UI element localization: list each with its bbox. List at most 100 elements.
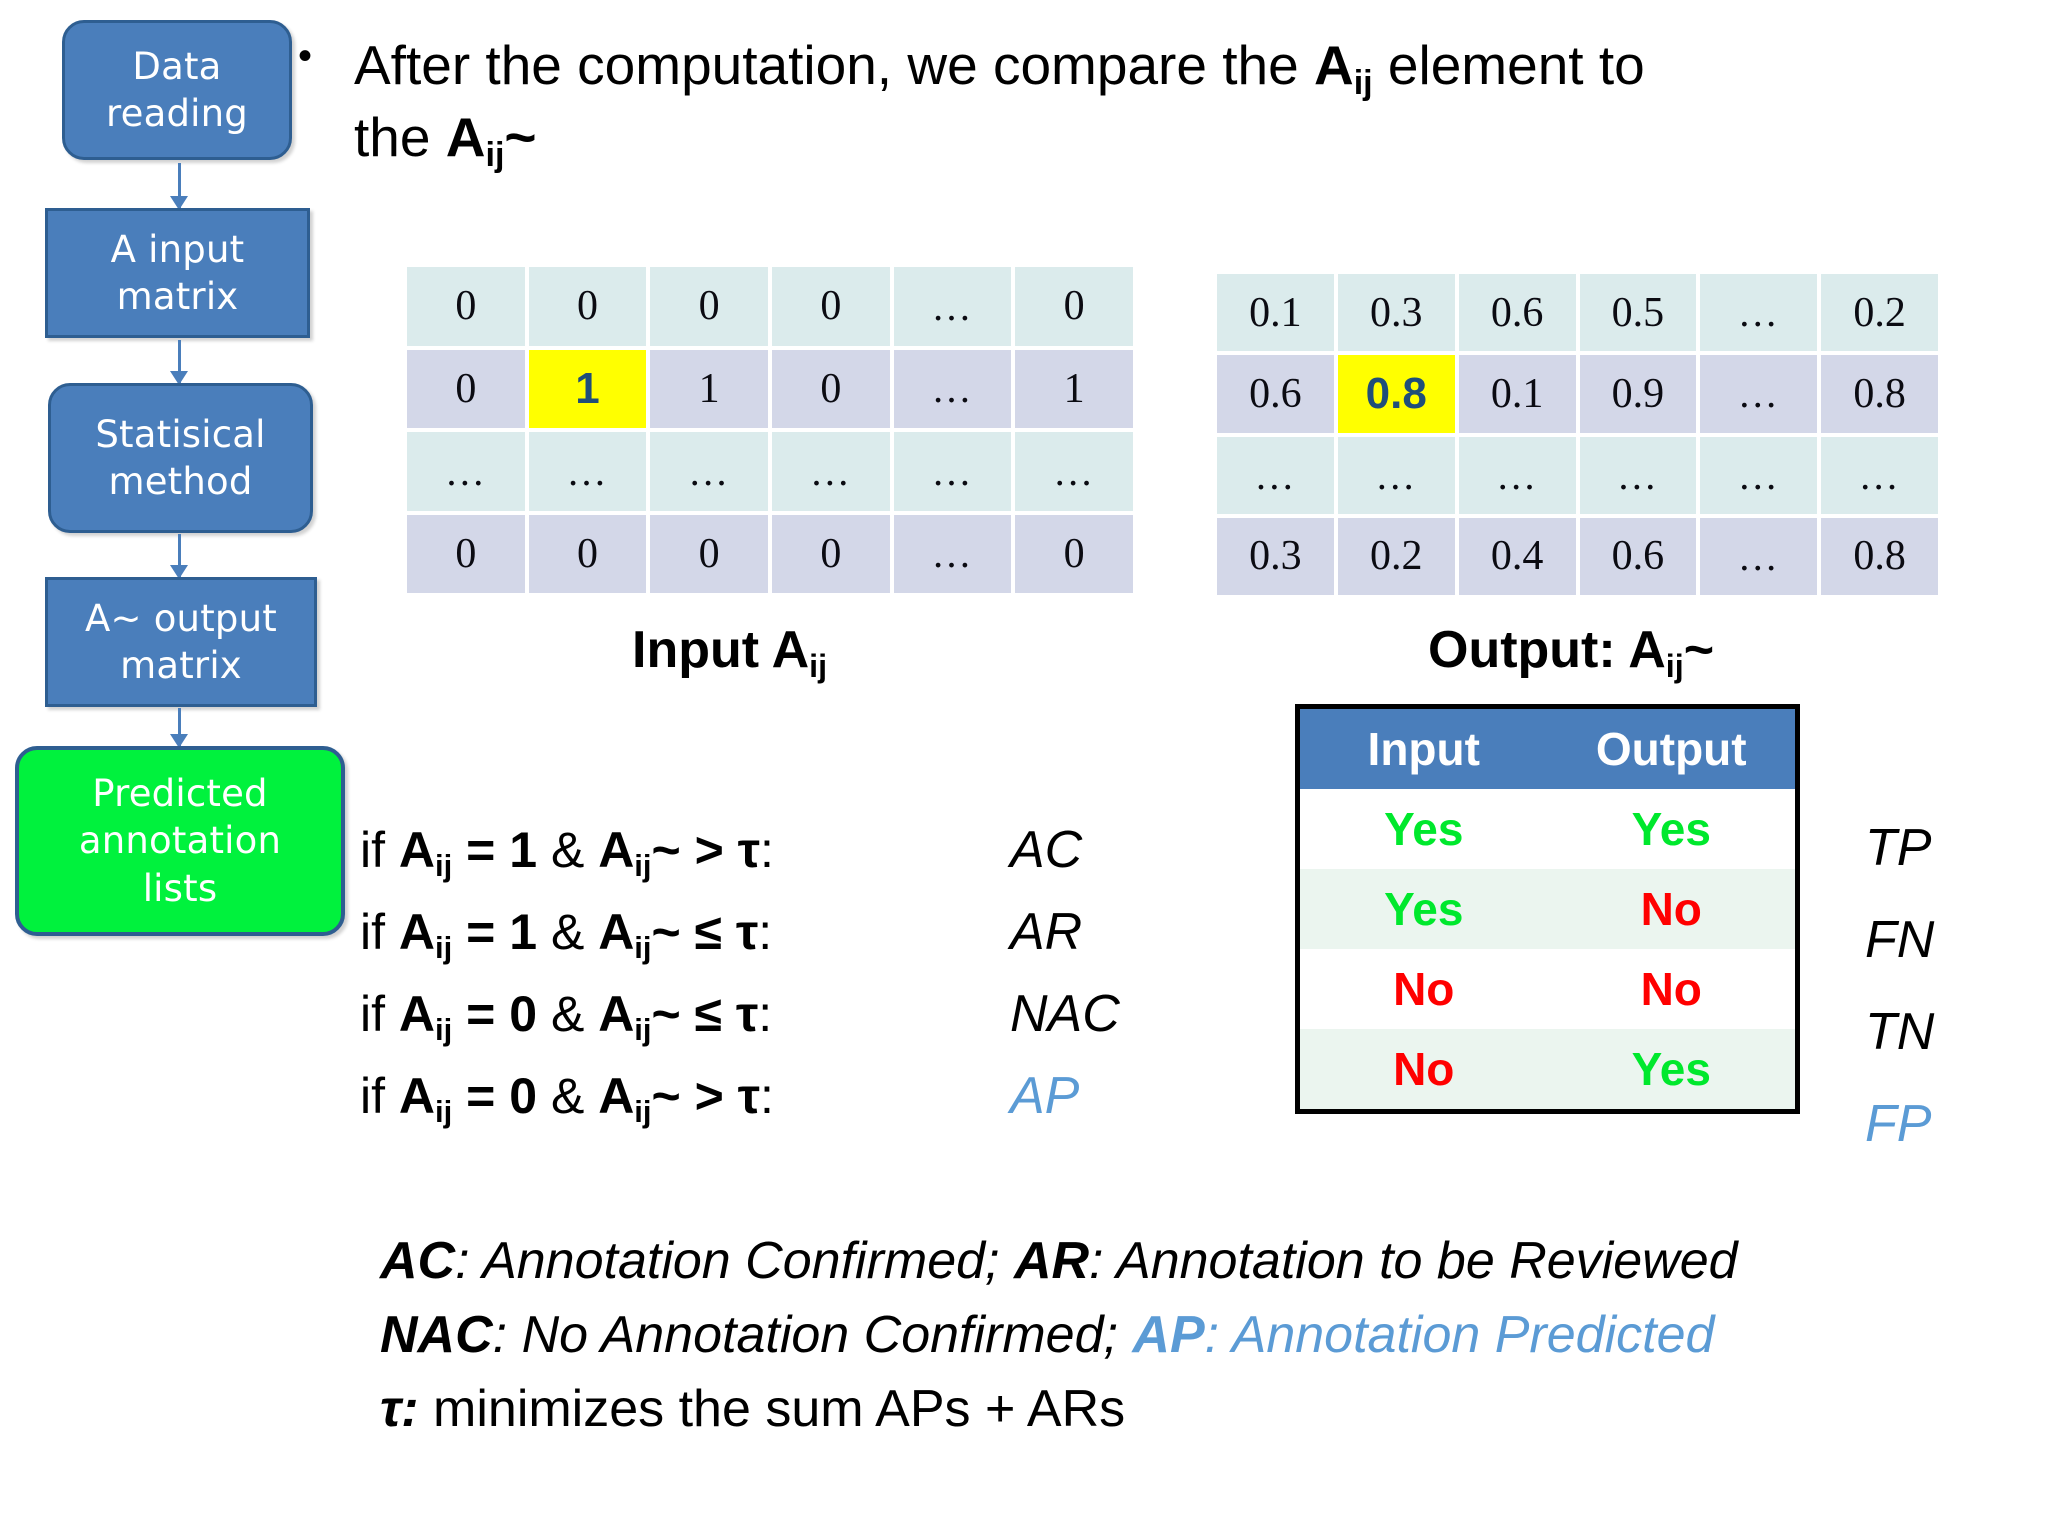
condition-label: NAC [1010, 985, 1120, 1043]
matrix-cell: 1 [648, 347, 770, 430]
condition-row: if Aij = 1 & Aij~ > τ: AC [360, 820, 1120, 902]
condition-label: AC [1010, 821, 1083, 879]
bullet2-symbol-sub: ij [485, 135, 505, 174]
flow-arrow-4 [170, 708, 188, 748]
condition-row: if Aij = 0 & Aij~ ≤ τ: NAC [360, 984, 1120, 1066]
caption-pre: Output: A [1428, 621, 1666, 679]
matrix-cell: 0.5 [1577, 272, 1699, 354]
matrix-cell: 0.2 [1335, 515, 1457, 597]
truth-table-cell: No [1640, 963, 1702, 1015]
bullet-line-1: • After the computation, we compare the A… [298, 30, 1998, 102]
matrix-cell: … [769, 430, 892, 513]
matrix-cell: 0.4 [1456, 515, 1578, 597]
matrix-cell: 0 [769, 512, 892, 595]
flow-node-label: Predicted annotation lists [78, 771, 282, 910]
matrix-cell: … [1013, 430, 1135, 513]
truth-table-cell: No [1393, 1043, 1455, 1095]
truth-table-header-cell: Input [1367, 723, 1480, 775]
legend-line-3: τ: minimizes the sum APs + ARs [380, 1373, 2020, 1447]
flow-node-data-reading[interactable]: Data reading [62, 20, 292, 160]
legend-key-ac: AC [380, 1232, 456, 1290]
matrix-cell: 1 [526, 347, 649, 430]
matrix-cell: … [891, 430, 1014, 513]
matrix-cell: … [648, 430, 770, 513]
matrix-cell: … [1698, 353, 1820, 435]
flow-arrow-2 [170, 340, 188, 385]
matrix-cell: 0.6 [1577, 515, 1699, 597]
caption-sub: ij [809, 647, 828, 684]
bullet2-tilde: ~ [504, 105, 537, 168]
condition-label: AR [1010, 903, 1083, 961]
legend-text-ac: : Annotation Confirmed; [455, 1232, 1014, 1290]
bullet-marker: • [298, 34, 313, 78]
flow-node-label: Data reading [106, 44, 248, 135]
bullet-paragraph: • After the computation, we compare the A… [298, 30, 1998, 174]
bullet2-text-pre: the [354, 105, 446, 168]
matrix-cell: 0 [405, 347, 527, 430]
matrix-cell: 0 [405, 265, 527, 348]
matrix-cell: … [1577, 434, 1699, 516]
legend-text-tau: minimizes the sum APs + ARs [418, 1379, 1126, 1438]
legend-key-ar: AR [1013, 1232, 1090, 1290]
matrix-cell: … [1456, 434, 1578, 516]
truth-table-cell: Yes [1384, 803, 1464, 855]
legend-text-ap: : Annotation Predicted [1204, 1305, 1715, 1364]
matrix-cell: … [1698, 272, 1820, 354]
output-matrix-caption: Output: Aij~ [1428, 620, 1714, 684]
matrix-cell: 0 [1013, 512, 1135, 595]
truth-table-side-label: FP [1865, 1095, 1932, 1153]
matrix-cell: … [1698, 434, 1820, 516]
truth-table-side-label: TN [1865, 1003, 1935, 1061]
condition-expression: if Aij = 1 & Aij~ > τ: [360, 822, 774, 884]
matrix-cell: 0.3 [1215, 515, 1336, 597]
truth-table-cell: No [1393, 963, 1455, 1015]
matrix-cell: 0.8 [1819, 515, 1940, 597]
truth-table-cell: Yes [1631, 1043, 1711, 1095]
legend-line-1: AC: Annotation Confirmed; AR: Annotation… [380, 1225, 2020, 1299]
matrix-cell: 0 [648, 512, 770, 595]
condition-row: if Aij = 0 & Aij~ > τ:AP [360, 1066, 1120, 1148]
legend-block: AC: Annotation Confirmed; AR: Annotation… [380, 1225, 2020, 1446]
matrix-cell: 0.8 [1335, 353, 1457, 435]
caption-sub: ij [1665, 647, 1684, 684]
flow-node-label: A~ output matrix [85, 596, 277, 687]
truth-table-side-label: TP [1865, 819, 1932, 877]
truth-table-side-label: FN [1865, 911, 1935, 969]
flow-node-statisical-method[interactable]: Statisical method [48, 383, 313, 533]
input-matrix-caption: Input Aij [632, 620, 827, 684]
matrix-cell: 0.1 [1215, 272, 1336, 354]
legend-key-ap: AP [1132, 1305, 1205, 1364]
bullet-line-2: the Aij~ [298, 102, 1998, 174]
matrix-cell: 0.1 [1456, 353, 1578, 435]
condition-label: AP [1010, 1067, 1080, 1125]
matrix-cell: 1 [1013, 347, 1135, 430]
condition-expression: if Aij = 1 & Aij~ ≤ τ: [360, 904, 773, 966]
matrix-cell: 0 [405, 512, 527, 595]
matrix-cell: … [1215, 434, 1336, 516]
caption-pre: Input A [632, 621, 810, 679]
truth-table-cell: Yes [1384, 883, 1464, 935]
matrix-cell: 0 [769, 347, 892, 430]
truth-table-row: Yes Yes [1300, 789, 1795, 869]
matrix-cell: 0.9 [1577, 353, 1699, 435]
matrix-cell: 0 [648, 265, 770, 348]
legend-key-tau: τ: [380, 1379, 419, 1438]
flow-node-a-input-matrix[interactable]: A input matrix [45, 208, 310, 338]
truth-table-row: No Yes [1300, 1029, 1795, 1109]
matrix-cell: … [526, 430, 649, 513]
bullet-text-pre: After the computation, we compare the [354, 34, 1314, 96]
truth-table-cell: Yes [1631, 803, 1711, 855]
flow-node-predicted-annotation-lists[interactable]: Predicted annotation lists [15, 746, 345, 936]
matrix-cell: … [1819, 434, 1940, 516]
condition-expression: if Aij = 0 & Aij~ ≤ τ: [360, 986, 773, 1048]
bullet-text-post: element to [1372, 34, 1645, 96]
legend-text-ar: : Annotation to be Reviewed [1089, 1232, 1738, 1290]
matrix-cell: 0.3 [1335, 272, 1457, 354]
bullet-symbol-a: A [1313, 34, 1354, 96]
matrix-cell: 0 [769, 265, 892, 348]
flow-node-a-output-matrix[interactable]: A~ output matrix [45, 577, 317, 707]
